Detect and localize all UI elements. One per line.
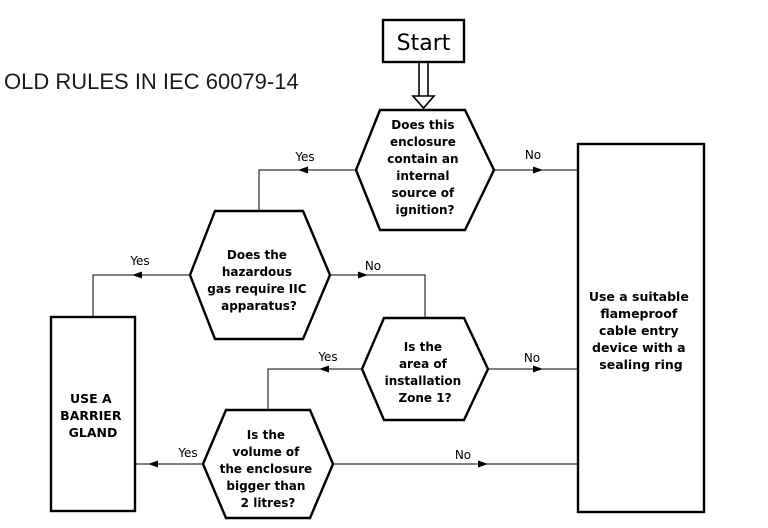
decision-zone-text: Is the area of installation Zone 1? — [385, 340, 466, 405]
edge-gas-no-label: No — [365, 259, 381, 273]
edge-ignition-no-label: No — [525, 148, 541, 162]
start-label: Start — [397, 31, 451, 56]
edge-volume-no — [333, 460, 578, 468]
start-node — [381, 18, 466, 64]
edge-ignition-yes-label: Yes — [294, 150, 314, 164]
edge-zone-yes — [267, 365, 362, 410]
decision-gas-text: Does the hazardous gas require IIC appar… — [207, 248, 310, 313]
edge-gas-yes-label: Yes — [129, 254, 149, 268]
page-title: OLD RULES IN IEC 60079-14 — [4, 69, 299, 94]
outcome-flameproof-device-text: Use a suitable flameproof cable entry de… — [589, 289, 693, 372]
edge-gas-yes — [92, 271, 190, 317]
start-arrow — [411, 62, 436, 110]
edge-volume-yes — [135, 460, 203, 468]
outcome-barrier-gland-text: USE A BARRIER GLAND — [60, 391, 126, 440]
outcome-barrier-gland — [49, 315, 137, 513]
edge-zone-yes-label: Yes — [317, 350, 337, 364]
edge-volume-yes-label: Yes — [177, 446, 197, 460]
decision-ignition-text: Does this enclosure contain an internal … — [387, 118, 462, 217]
decision-volume-text: Is the volume of the enclosure bigger th… — [220, 428, 317, 510]
edge-zone-no-label: No — [524, 351, 540, 365]
outcome-flameproof-device — [576, 142, 706, 514]
edge-zone-no — [488, 365, 578, 373]
edge-gas-no — [330, 271, 426, 318]
edge-volume-no-label: No — [455, 448, 471, 462]
edge-ignition-no — [494, 166, 578, 174]
edge-ignition-yes — [258, 166, 356, 211]
